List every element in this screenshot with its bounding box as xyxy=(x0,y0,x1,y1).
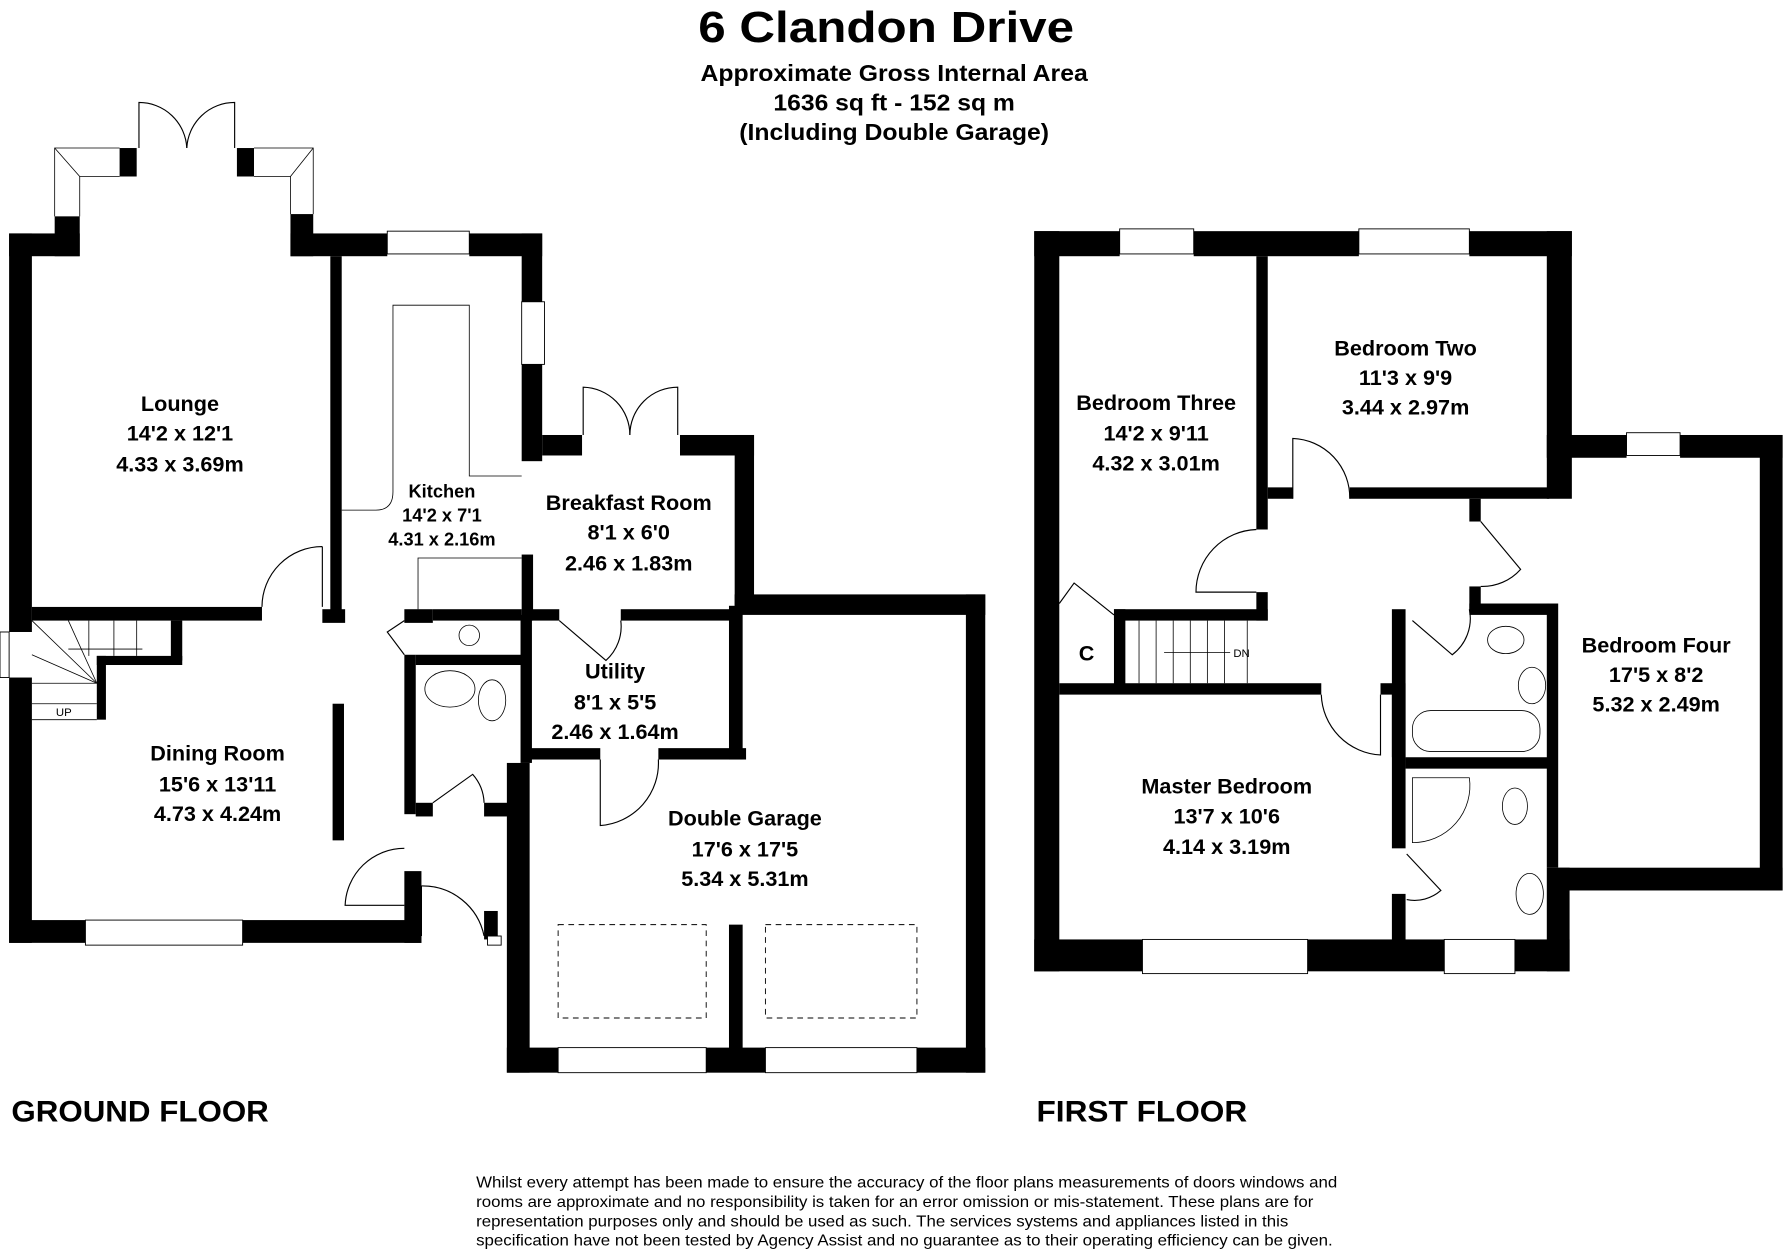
room-name: Breakfast Room xyxy=(546,490,712,515)
room-size-imperial: 14'2 x 7'1 xyxy=(402,506,482,526)
room-lounge: Lounge 14'2 x 12'1 4.33 x 3.69m xyxy=(116,391,243,476)
room-size-metric: 2.46 x 1.64m xyxy=(551,719,678,744)
ground-floor-walls xyxy=(9,148,986,1073)
room-name: Master Bedroom xyxy=(1141,774,1312,799)
room-double-garage: Double Garage 17'6 x 17'5 5.34 x 5.31m xyxy=(668,806,822,891)
ground-floor-label: GROUND FLOOR xyxy=(11,1096,268,1129)
area-value: 1636 sq ft - 152 sq m xyxy=(773,89,1014,115)
room-name: Kitchen xyxy=(409,482,476,502)
ground-floor-plan: UP Lounge 14'2 x 12'1 4.33 x 3.69m Kitch… xyxy=(0,101,986,1129)
toilet-icon xyxy=(477,679,507,722)
room-size-metric: 5.32 x 2.49m xyxy=(1592,692,1719,717)
room-size-metric: 4.14 x 3.19m xyxy=(1163,834,1290,859)
room-name: Dining Room xyxy=(150,741,285,766)
room-size-metric: 4.73 x 4.24m xyxy=(154,801,281,826)
room-size-imperial: 15'6 x 13'11 xyxy=(159,771,276,796)
first-floor-fixtures xyxy=(1138,620,1547,915)
room-size-imperial: 14'2 x 9'11 xyxy=(1103,421,1208,446)
area-note: (Including Double Garage) xyxy=(739,119,1049,145)
room-size-metric: 4.32 x 3.01m xyxy=(1092,450,1219,475)
room-size-metric: 3.44 x 2.97m xyxy=(1342,394,1469,419)
bath-icon xyxy=(1411,710,1541,752)
basin-icon xyxy=(1515,872,1544,915)
room-bedroom-three: Bedroom Three 14'2 x 9'11 4.32 x 3.01m xyxy=(1076,390,1236,475)
room-name: Bedroom Three xyxy=(1076,390,1236,415)
room-size-metric: 4.31 x 2.16m xyxy=(388,529,495,549)
toilet-icon xyxy=(1501,787,1528,825)
sink-icon xyxy=(458,624,480,647)
room-size-metric: 5.34 x 5.31m xyxy=(681,866,808,891)
room-size-imperial: 13'7 x 10'6 xyxy=(1173,803,1280,828)
room-dining-room: Dining Room 15'6 x 13'11 4.73 x 4.24m xyxy=(150,741,285,826)
stairs-up-label: UP xyxy=(56,707,72,719)
shower-icon xyxy=(1411,777,1471,844)
room-name: Lounge xyxy=(141,391,219,416)
room-breakfast-room: Breakfast Room 8'1 x 6'0 2.46 x 1.83m xyxy=(546,490,712,575)
plan-title: 6 Clandon Drive xyxy=(698,4,1074,52)
room-size-imperial: 14'2 x 12'1 xyxy=(127,421,234,446)
area-heading: Approximate Gross Internal Area xyxy=(701,60,1089,86)
cupboard-label: C xyxy=(1079,640,1095,665)
basin-icon xyxy=(1517,666,1547,705)
room-size-imperial: 17'6 x 17'5 xyxy=(692,836,799,861)
ground-floor-windows xyxy=(0,147,918,1074)
room-size-imperial: 8'1 x 6'0 xyxy=(588,520,670,545)
stairs-down-label: DN xyxy=(1233,648,1249,660)
room-name: Double Garage xyxy=(668,806,822,831)
room-size-imperial: 17'5 x 8'2 xyxy=(1609,662,1703,687)
first-floor-walls xyxy=(1034,231,1783,972)
ground-floor-fixtures xyxy=(31,304,918,1019)
room-master-bedroom: Master Bedroom 13'7 x 10'6 4.14 x 3.19m xyxy=(1141,774,1312,859)
disclaimer-line: representation purposes only and should … xyxy=(476,1213,1288,1230)
first-floor-doors xyxy=(1058,437,1522,901)
toilet-icon xyxy=(1487,625,1525,655)
room-size-metric: 4.33 x 3.69m xyxy=(116,451,243,476)
basin-icon xyxy=(424,670,476,708)
room-name: Bedroom Four xyxy=(1582,632,1732,657)
staircase xyxy=(1138,620,1248,684)
ground-floor-doors xyxy=(138,101,679,937)
first-floor-label: FIRST FLOOR xyxy=(1037,1096,1248,1129)
disclaimer: Whilst every attempt has been made to en… xyxy=(476,1175,1337,1250)
room-size-metric: 2.46 x 1.83m xyxy=(565,550,692,575)
disclaimer-line: specification have not been tested by Ag… xyxy=(476,1233,1333,1250)
room-utility: Utility 8'1 x 5'5 2.46 x 1.64m xyxy=(551,659,678,744)
room-name: Bedroom Two xyxy=(1334,335,1477,360)
staircase xyxy=(31,620,143,721)
disclaimer-line: rooms are approximate and no responsibil… xyxy=(476,1194,1313,1211)
first-floor-plan: C DN Bedroom Three 14'2 x 9'11 4.32 x 3.… xyxy=(1034,228,1783,1129)
room-kitchen: Kitchen 14'2 x 7'1 4.31 x 2.16m xyxy=(388,482,495,550)
room-bedroom-two: Bedroom Two 11'3 x 9'9 3.44 x 2.97m xyxy=(1334,335,1477,419)
first-floor-windows xyxy=(1119,228,1681,975)
room-size-imperial: 11'3 x 9'9 xyxy=(1359,365,1452,390)
room-name: Utility xyxy=(585,659,645,684)
disclaimer-line: Whilst every attempt has been made to en… xyxy=(476,1175,1337,1192)
room-size-imperial: 8'1 x 5'5 xyxy=(574,689,656,714)
room-bedroom-four: Bedroom Four 17'5 x 8'2 5.32 x 2.49m xyxy=(1582,632,1732,716)
